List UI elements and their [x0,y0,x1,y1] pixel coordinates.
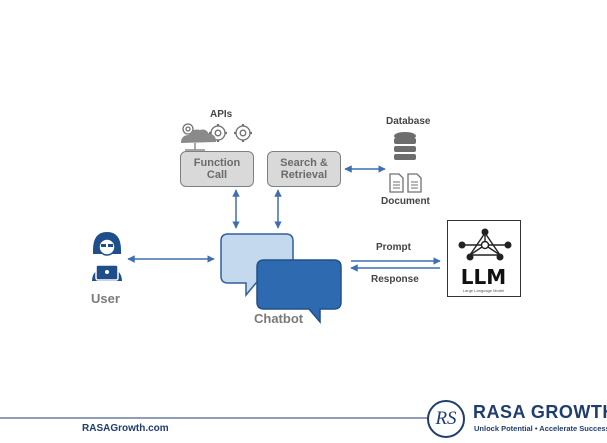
llm-box: LLM Large Language Model [447,220,521,297]
database-label: Database [386,116,431,127]
website-link[interactable]: RASAGrowth.com [82,423,169,434]
prompt-label: Prompt [376,242,411,253]
document-label: Document [381,196,430,207]
search-label-line2: Retrieval [280,169,328,181]
brand-tagline: Unlock Potential • Accelerate Success [474,424,607,433]
search-label-line1: Search & [280,157,328,169]
neural-network-icon [458,228,512,261]
llm-label: LLM [460,265,507,289]
chatbot-label: Chatbot [254,311,304,326]
brand-logo: RS [427,400,465,438]
llm-sublabel: Large Language Model [462,288,505,293]
response-label: Response [371,274,419,285]
user-label: User [91,291,120,306]
search-retrieval-box: Search & Retrieval [267,151,341,187]
brand-name: RASA GROWTH [473,402,607,422]
brand-monogram: RS [435,408,457,429]
function-call-box: Function Call [180,151,254,187]
apis-label: APIs [210,109,233,120]
function-call-label-line1: Function [193,157,241,169]
function-call-label-line2: Call [206,169,228,181]
